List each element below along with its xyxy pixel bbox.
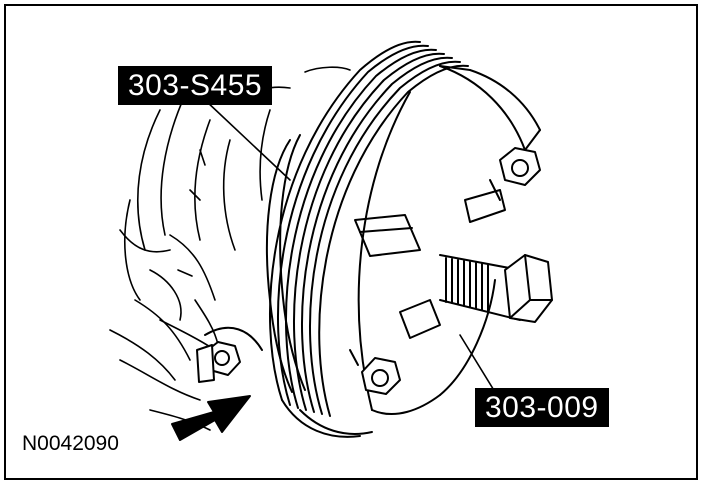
pulley: [268, 40, 469, 438]
background-sketch: [109, 66, 351, 431]
puller-body: [354, 65, 541, 415]
leader-lines: [204, 99, 496, 393]
forcing-screw: [439, 254, 553, 323]
lower-bolt: [349, 349, 401, 395]
tool-callout-303-s455: 303-S455: [118, 66, 273, 105]
mounting-stud: [196, 326, 263, 383]
tool-callout-303-009: 303-009: [475, 388, 609, 427]
direction-arrow: [171, 395, 251, 441]
figure-id: N0042090: [22, 432, 119, 455]
upper-bolt: [489, 147, 541, 201]
